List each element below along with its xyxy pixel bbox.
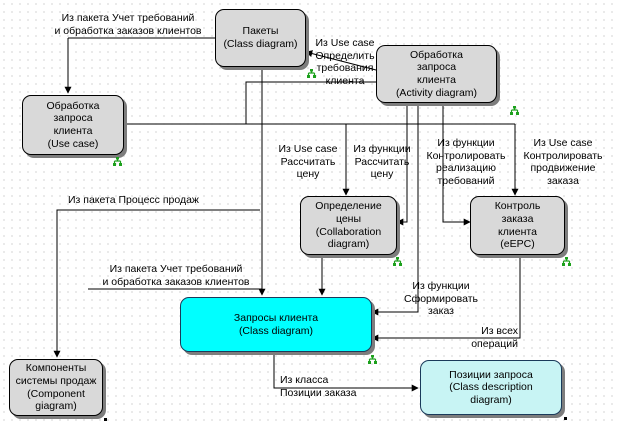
hierarchy-icon: [510, 106, 519, 115]
label-func-order: Из функции Сформировать заказ: [403, 280, 478, 318]
node-komponenty[interactable]: Компоненты системы продаж (Component gia…: [9, 359, 103, 416]
hierarchy-icon: [393, 257, 402, 266]
node-pakety[interactable]: Пакеты (Class diagram): [215, 9, 306, 67]
label-func-price: Из функции Рассчитать цену: [353, 143, 411, 181]
arrow-activity-opredelenie: [396, 103, 408, 226]
hierarchy-icon: [113, 157, 122, 166]
label-all-ops: Из всех операций: [471, 325, 518, 350]
label-usecase-define: Из Use case Определить требования клиент…: [315, 37, 375, 87]
label-usecase-control: Из Use case Контролировать продвижение з…: [523, 137, 603, 187]
arrow-activity-pakety: [305, 50, 377, 71]
label-class-items: Из класса Позиции заказа: [280, 374, 357, 399]
hierarchy-icon: [562, 257, 571, 266]
arrow-activity-zaprosy: [371, 103, 419, 316]
hierarchy-icon: [368, 355, 377, 364]
node-obrabotka-usecase[interactable]: Обработка запроса клиента (Use case): [22, 95, 124, 155]
resize-handle: [104, 418, 107, 421]
link-usecase-activity: [245, 81, 376, 124]
arrow-zaprosy-pozicii: [273, 352, 419, 392]
arrow-activity-kontrol: [442, 103, 471, 226]
label-top-left: Из пакета Учет требований и обработка за…: [54, 12, 202, 37]
label-mid-left: Из пакета Учет требований и обработка за…: [102, 263, 250, 288]
node-zaprosy-klienta[interactable]: Запросы клиента (Class diagram): [180, 297, 372, 352]
node-obrabotka-activity[interactable]: Обработка запроса клиента (Activity diag…: [376, 45, 497, 103]
label-process-sales: Из пакета Процесс продаж: [68, 194, 199, 206]
hierarchy-icon: [307, 69, 316, 78]
node-pozicii-zaprosa[interactable]: Позиции запроса (Class description diagr…: [420, 360, 562, 415]
label-usecase-price: Из Use case Рассчитать цену: [278, 143, 338, 181]
arrow-kontrol-zaprosy: [371, 255, 521, 342]
resize-handle: [564, 417, 567, 420]
node-opredelenie-ceny[interactable]: Определение цены (Collaboration diagram): [300, 196, 397, 255]
arrow-to-komponenty: [53, 209, 260, 358]
label-func-control: Из функции Контролировать реализацию тре…: [426, 137, 506, 187]
node-kontrol-zakaza[interactable]: Контроль заказа клиента (eEPC): [470, 196, 565, 255]
